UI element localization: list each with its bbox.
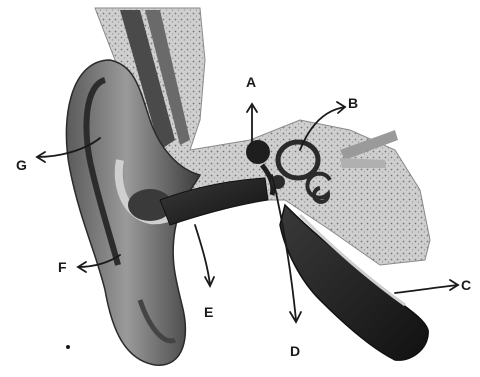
arrow-c [395,285,458,293]
label-c: C [461,277,471,293]
label-f: F [58,259,67,275]
ink-dot [66,345,70,349]
label-g: G [16,157,27,173]
arrow-e [195,225,210,285]
label-a: A [246,74,256,90]
label-b: B [348,95,358,111]
label-e: E [204,304,213,320]
label-d: D [290,343,300,359]
